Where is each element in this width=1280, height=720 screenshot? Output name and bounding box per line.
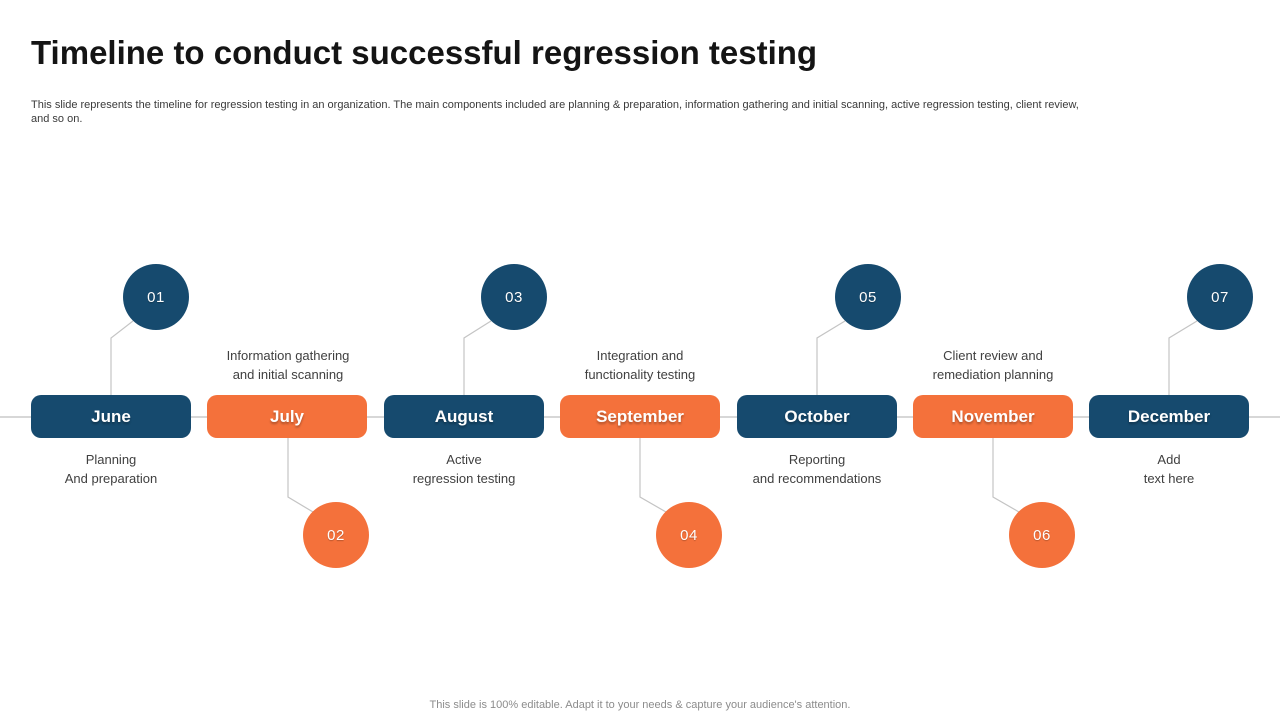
month-label: November bbox=[951, 406, 1035, 426]
month-label: June bbox=[91, 406, 131, 426]
description-line: functionality testing bbox=[584, 367, 696, 382]
description-line: text here bbox=[1143, 471, 1195, 486]
step-circle-03: 03 bbox=[481, 264, 547, 330]
month-label: December bbox=[1127, 406, 1211, 426]
step-number: 07 bbox=[1211, 288, 1229, 306]
subtitle-line-2: and so on. bbox=[31, 112, 83, 125]
description-line: Client review and bbox=[943, 348, 1043, 363]
month-box-december: December bbox=[1089, 395, 1249, 438]
description-december: Add text here bbox=[1049, 450, 1280, 488]
description-june: Planning And preparation bbox=[0, 450, 231, 488]
description-line: Integration and bbox=[596, 348, 684, 363]
description-line: And preparation bbox=[64, 471, 158, 486]
step-circle-05: 05 bbox=[835, 264, 901, 330]
description-line: and initial scanning bbox=[232, 367, 344, 382]
description-line: remediation planning bbox=[932, 367, 1054, 382]
subtitle-line-1: This slide represents the timeline for r… bbox=[31, 99, 1079, 111]
step-circle-02: 02 bbox=[303, 502, 369, 568]
slide-title: Timeline to conduct successful regressio… bbox=[31, 34, 818, 71]
step-circle-07: 07 bbox=[1187, 264, 1253, 330]
step-number: 01 bbox=[147, 288, 165, 306]
month-label: October bbox=[784, 406, 850, 426]
step-number: 02 bbox=[327, 526, 345, 544]
month-box-august: August bbox=[384, 395, 544, 438]
description-line: Active bbox=[446, 452, 482, 467]
month-box-october: October bbox=[737, 395, 897, 438]
description-line: Planning bbox=[85, 452, 137, 467]
month-box-june: June bbox=[31, 395, 191, 438]
description-line: regression testing bbox=[412, 471, 516, 486]
step-number: 06 bbox=[1033, 526, 1051, 544]
description-november: Client review and remediation planning bbox=[873, 346, 1113, 384]
footer-note: This slide is 100% editable. Adapt it to… bbox=[429, 699, 851, 711]
step-number: 04 bbox=[680, 526, 698, 544]
description-line: Reporting bbox=[788, 452, 846, 467]
month-label: September bbox=[596, 406, 684, 426]
connector-line-06 bbox=[992, 438, 1020, 513]
description-line: and recommendations bbox=[752, 471, 882, 486]
step-circle-04: 04 bbox=[656, 502, 722, 568]
month-label: July bbox=[269, 406, 305, 426]
step-circle-06: 06 bbox=[1009, 502, 1075, 568]
description-september: Integration and functionality testing bbox=[520, 346, 760, 384]
month-box-november: November bbox=[913, 395, 1073, 438]
month-label: August bbox=[434, 406, 494, 426]
description-october: Reporting and recommendations bbox=[697, 450, 937, 488]
step-number: 05 bbox=[859, 288, 877, 306]
connector-line-01 bbox=[110, 320, 134, 396]
description-august: Active regression testing bbox=[344, 450, 584, 488]
month-box-july: July bbox=[207, 395, 367, 438]
connector-line-02 bbox=[287, 438, 314, 513]
description-line: Add bbox=[1157, 452, 1181, 467]
step-number: 03 bbox=[505, 288, 523, 306]
description-july: Information gathering and initial scanni… bbox=[168, 346, 408, 384]
connector-line-05 bbox=[816, 320, 846, 396]
slide-subtitle: This slide represents the timeline for r… bbox=[31, 99, 1151, 126]
connector-line-07 bbox=[1168, 320, 1198, 396]
month-box-september: September bbox=[560, 395, 720, 438]
connector-line-04 bbox=[639, 438, 667, 513]
connector-line-03 bbox=[463, 320, 492, 396]
description-line: Information gathering bbox=[226, 348, 350, 363]
step-circle-01: 01 bbox=[123, 264, 189, 330]
